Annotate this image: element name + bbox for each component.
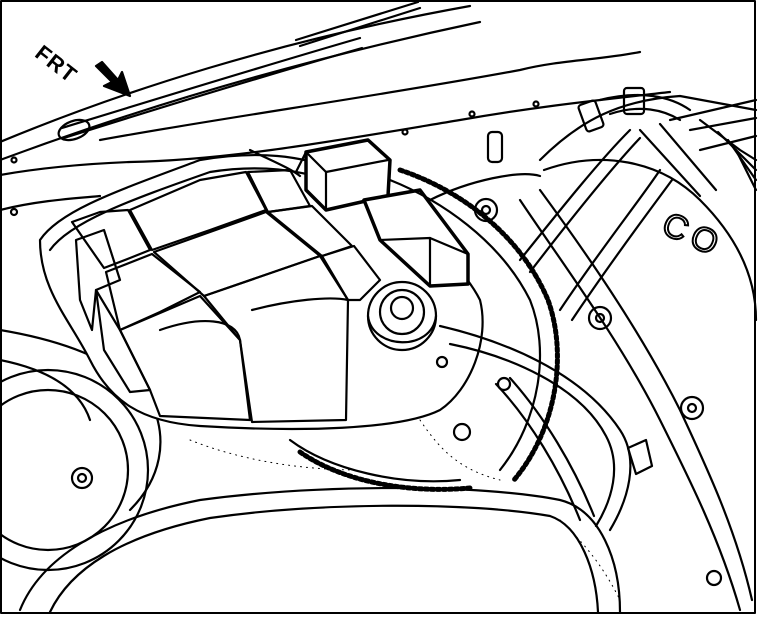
fender-panel: [0, 4, 672, 217]
fittings: [452, 86, 723, 587]
timing-belt-cover: [288, 167, 560, 492]
coolant-hoses: [438, 94, 692, 532]
shading: [189, 419, 621, 601]
wiper-arm: [57, 0, 422, 142]
front-direction-arrow-icon: [94, 60, 132, 98]
inner-panel-opening: [18, 486, 622, 614]
level-sensor-connector: [248, 138, 470, 288]
engine-cam-cover: [518, 94, 758, 612]
